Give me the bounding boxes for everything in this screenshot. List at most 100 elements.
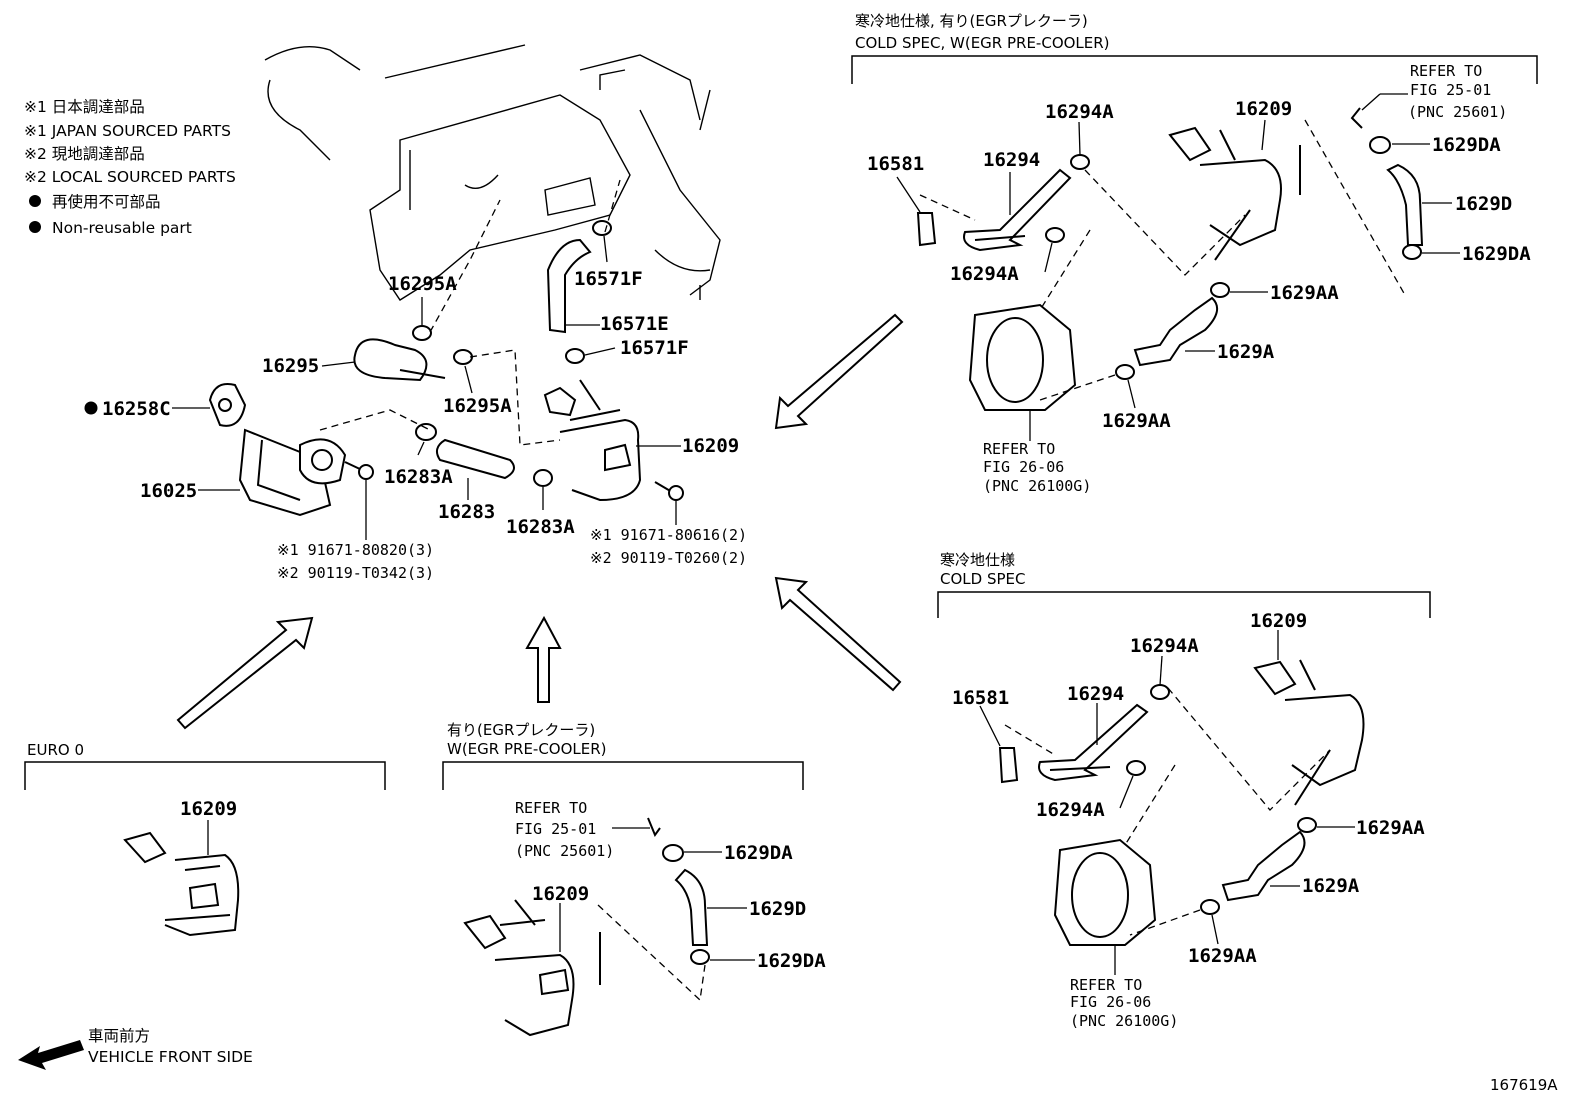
pipe-16209-c[interactable] [164,853,240,937]
pipe-16209-a[interactable] [1199,158,1282,247]
clamp-16295A-upper[interactable] [412,325,432,341]
clamp-16571F-lower[interactable] [565,348,585,364]
label-16209-main: 16209 [682,435,739,457]
hose-1629A-b[interactable] [1221,830,1306,902]
bolt-left-pn-2: ※2 90119-T0342(3) [277,564,434,582]
clamp-16294A-b1[interactable] [1150,684,1170,700]
legend-line-6: Non-reusable part [52,219,192,237]
arrow-from-cold-egr [774,313,904,430]
label-16571F-upper: 16571F [574,268,643,290]
main-assembly: 16295A 16295 16295A 16258C 16025 16283A … [84,179,747,582]
clamp-1629DA-a2[interactable] [1402,244,1422,260]
label-1629AA-a2: 1629AA [1102,410,1171,432]
footer: 車両前方 VEHICLE FRONT SIDE 167619A [18,1027,1558,1094]
arrow-from-egr [525,615,562,703]
hose-16283[interactable] [435,438,515,480]
non-reusable-dot-icon [29,195,41,207]
valve-16581-a[interactable] [916,212,937,247]
inset-cold-egr-title-jp: 寒冷地仕様, 有り(EGRプレクーラ) [855,12,1088,30]
inset-egr-title-en: W(EGR PRE-COOLER) [447,740,607,758]
inset-cold-title-jp: 寒冷地仕様 [940,551,1015,569]
hose-16295[interactable] [353,338,428,382]
inset-cold: 寒冷地仕様 COLD SPEC 16209 16294A 16581 162 [937,551,1431,1030]
arrow-from-cold [774,576,902,692]
clamp-1629AA-a1[interactable] [1210,282,1230,298]
hose-1629A-a[interactable] [1133,296,1219,367]
label-1629D-d: 1629D [749,898,806,920]
pipe-16025[interactable] [238,428,332,517]
inset-euro-title: EURO 0 [27,741,84,759]
label-1629D-a: 1629D [1455,193,1512,215]
label-16209-a: 16209 [1235,98,1292,120]
label-16283: 16283 [438,501,495,523]
inset-cold-egr-bracket [851,55,1538,84]
arrow-from-euro [176,616,314,730]
label-1629DA-a2: 1629DA [1462,243,1531,265]
pipe-16209-d[interactable] [494,953,575,1037]
valve-16581-b[interactable] [998,747,1019,784]
bolt-right-pn-1: ※1 91671-80616(2) [590,526,747,544]
clamp-1629DA-a1[interactable] [1369,136,1391,154]
hose-16294-b[interactable] [1038,703,1149,782]
label-1629DA-d1: 1629DA [724,842,793,864]
clamp-1629AA-a2[interactable] [1115,364,1135,380]
ref-a-2: FIG 25-01 [1410,81,1491,99]
clamp-16571F-upper[interactable] [592,220,612,236]
clamp-1629DA-b2[interactable] [690,949,710,965]
label-16571F-lower: 16571F [620,337,689,359]
label-16294A-a1: 16294A [1045,101,1114,123]
front-side-en: VEHICLE FRONT SIDE [88,1048,253,1066]
vehicle-front-arrow-icon [18,1040,84,1070]
label-1629AA-b1: 1629AA [1356,817,1425,839]
ref-a-1: REFER TO [1410,62,1482,80]
clamp-16283A-1[interactable] [415,423,437,441]
ref-b-2: FIG 26-06 [983,458,1064,476]
label-16209-b: 16209 [1250,610,1307,632]
inset-euro-bracket [24,761,386,790]
label-16295: 16295 [262,355,319,377]
bolt-right-pn-2: ※2 90119-T0260(2) [590,549,747,567]
label-16294-a: 16294 [983,149,1040,171]
inset-egr-bracket [442,761,804,790]
label-16025: 16025 [140,480,197,502]
clamp-16295A-lower[interactable] [453,349,473,365]
label-1629A-b: 1629A [1302,875,1360,897]
legend: ※1 日本調達部品 ※1 JAPAN SOURCED PARTS ※2 現地調達… [24,98,236,237]
label-16283A-1: 16283A [384,466,453,488]
clamp-16294A-b2[interactable] [1126,760,1146,776]
clamp-16294A-a1[interactable] [1070,154,1090,170]
ref-d-1: REFER TO [515,799,587,817]
ref-d-2: FIG 25-01 [515,820,596,838]
ref-c-1: REFER TO [1070,976,1142,994]
bolt-left-pn-1: ※1 91671-80820(3) [277,541,434,559]
hose-1629D-a[interactable] [1386,163,1424,246]
inset-cold-egr-title-en: COLD SPEC, W(EGR PRE-COOLER) [855,34,1110,52]
label-16283A-2: 16283A [506,516,575,538]
non-reusable-dot-icon-2 [29,221,41,233]
label-16571E: 16571E [600,313,669,335]
label-16294A-b2: 16294A [1036,799,1105,821]
ref-d-3: (PNC 25601) [515,842,614,860]
legend-line-1: ※1 日本調達部品 [24,98,145,116]
hose-16294-a[interactable] [963,168,1072,252]
label-16295A-upper: 16295A [388,273,457,295]
ref-a-3: (PNC 25601) [1408,103,1507,121]
legend-line-4: ※2 LOCAL SOURCED PARTS [24,168,236,186]
clamp-1629AA-b2[interactable] [1200,899,1220,915]
label-1629AA-b2: 1629AA [1188,945,1257,967]
clamp-16283A-2[interactable] [533,469,553,487]
engine-outline [264,44,721,301]
pipe-16209[interactable] [559,418,642,502]
ref-c-3: (PNC 26100G) [1070,1012,1178,1030]
clamp-1629AA-b1[interactable] [1297,817,1317,833]
front-side-jp: 車両前方 [88,1027,150,1045]
hose-1629D-b[interactable] [674,868,709,946]
ref-b-1: REFER TO [983,440,1055,458]
inset-egr: 有り(EGRプレクーラ) W(EGR PRE-COOLER) REFER TO … [442,721,826,1037]
clamp-16294A-a2[interactable] [1045,227,1065,243]
hose-16571E[interactable] [546,238,592,334]
pipe-16209-b[interactable] [1284,693,1365,787]
clamp-1629DA-b1[interactable] [662,844,684,862]
label-1629DA-a1: 1629DA [1432,134,1501,156]
label-16209-c: 16209 [180,798,237,820]
